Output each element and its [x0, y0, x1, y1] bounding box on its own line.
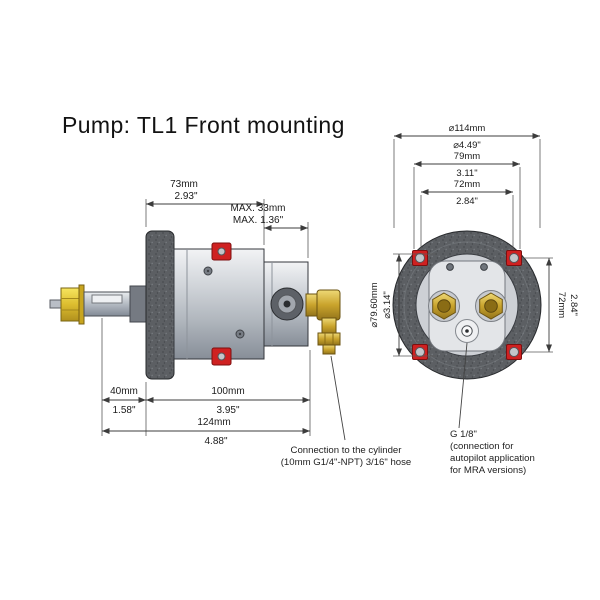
- shaft-boss: [129, 285, 147, 323]
- shaft-washer: [78, 284, 85, 325]
- hose-fitting: [305, 289, 341, 355]
- autopilot-note-line1: G 1/8": [450, 429, 477, 440]
- autopilot-note-line3: autopilot application: [450, 453, 535, 464]
- dim-shaft-in: 1.58": [112, 405, 135, 416]
- port-left: [428, 290, 460, 322]
- leader-autopilot-note: [458, 342, 468, 429]
- dim-body-length-mm: 100mm: [211, 386, 244, 397]
- dim-72v-in: 2.84": [568, 294, 579, 316]
- dim-body-length-in: 3.95": [216, 405, 239, 416]
- mounting-flange: [145, 230, 175, 380]
- dim-inner-dia-mm: ⌀79.60mm: [369, 282, 380, 327]
- autopilot-note-line2: (connection for: [450, 441, 514, 452]
- dim-72h-mm: 72mm: [454, 179, 480, 190]
- dim-72h-in: 2.84": [456, 196, 478, 207]
- shaft-nut: [60, 287, 80, 322]
- dim-outer-dia-mm: ⌀114mm: [449, 123, 486, 134]
- dim-total-in: 4.88": [204, 436, 227, 447]
- port-right: [475, 290, 507, 322]
- dim-79-mm: 79mm: [454, 151, 480, 162]
- dim-body-width-mm: 73mm: [170, 179, 198, 190]
- side-view: 73mm 2.93" MAX. 33mm MAX. 1.36" 40mm 1.5…: [49, 179, 412, 468]
- dim-max-depth-mm: MAX. 33mm: [230, 203, 285, 214]
- dim-body-width-in: 2.93": [174, 191, 197, 202]
- dim-79-in: 3.11": [456, 168, 477, 179]
- autopilot-note-line4: for MRA versions): [450, 465, 526, 476]
- drawing-title: Pump: TL1 Front mounting: [62, 112, 345, 138]
- cylinder-note-line1: Connection to the cylinder: [291, 445, 403, 456]
- autopilot-port: [455, 319, 479, 343]
- dim-inner-dia-in: ⌀3.14": [382, 291, 393, 319]
- pump-body: [173, 248, 265, 360]
- front-view: ⌀114mm ⌀4.49" 79mm 3.11" 72mm 2.84" ⌀79.…: [369, 123, 579, 476]
- shaft-keyway: [91, 294, 123, 304]
- dim-outer-dia-in: ⌀4.49": [453, 140, 481, 151]
- dim-72v-mm: 72mm: [556, 292, 567, 318]
- leader-cylinder-note: [330, 355, 346, 441]
- dim-max-depth-in: MAX. 1.36": [233, 215, 284, 226]
- dim-total-mm: 124mm: [197, 417, 230, 428]
- cylinder-note-line2: (10mm G1/4"-NPT) 3/16" hose: [281, 457, 412, 468]
- dim-shaft-mm: 40mm: [110, 386, 138, 397]
